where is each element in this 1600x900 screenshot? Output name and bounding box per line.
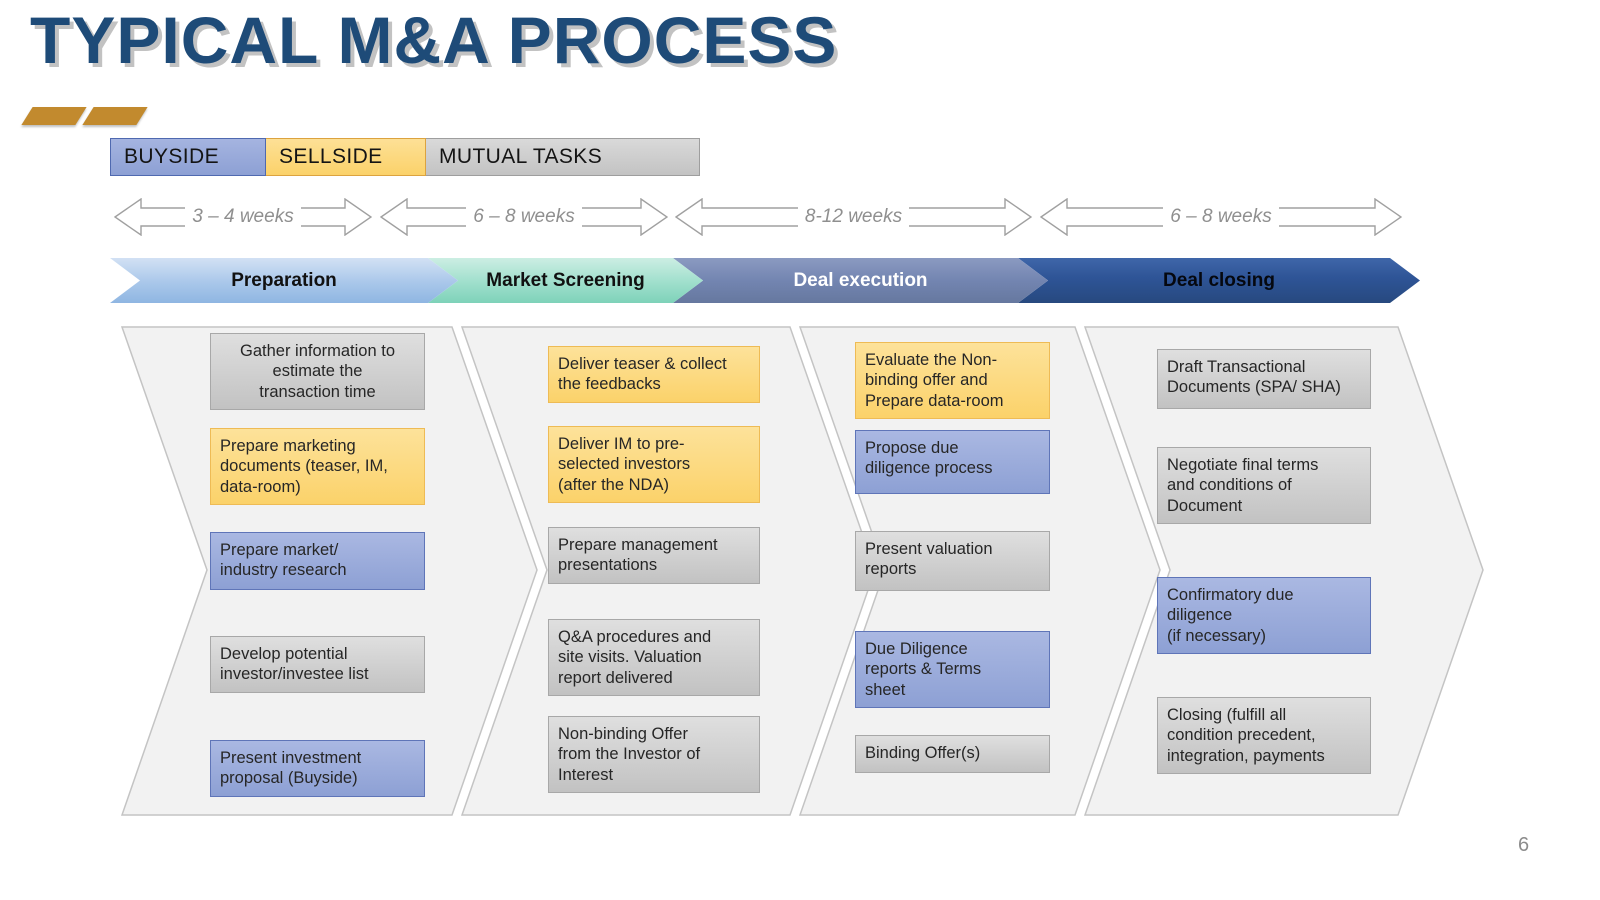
phase-label: Market Screening: [486, 269, 645, 291]
duration-arrow-preparation: 3 – 4 weeks: [114, 198, 372, 236]
legend-item-buyside: BUYSIDE: [110, 138, 266, 176]
task-box: Present valuation reports: [855, 531, 1050, 591]
task-box: Evaluate the Non- binding offer and Prep…: [855, 342, 1050, 420]
task-box: Gather information to estimate the trans…: [210, 333, 425, 411]
phase-chevron-preparation: Preparation: [110, 258, 458, 303]
phase-chevron-market-screening: Market Screening: [428, 258, 703, 303]
task-box: Develop potential investor/investee list: [210, 636, 425, 693]
duration-arrow-deal-closing: 6 – 8 weeks: [1040, 198, 1402, 236]
legend: BUYSIDE SELLSIDE MUTUAL TASKS: [110, 138, 700, 176]
task-box: Deliver teaser & collect the feedbacks: [548, 346, 760, 403]
duration-arrow-market-screening: 6 – 8 weeks: [380, 198, 668, 236]
task-box: Closing (fulfill all condition precedent…: [1157, 697, 1371, 775]
duration-label: 8-12 weeks: [675, 198, 1032, 236]
legend-label: BUYSIDE: [124, 145, 219, 168]
legend-item-sellside: SELLSIDE: [266, 138, 426, 176]
phase-label: Preparation: [231, 269, 337, 291]
duration-arrow-deal-execution: 8-12 weeks: [675, 198, 1032, 236]
task-box: Prepare market/ industry research: [210, 532, 425, 590]
task-box: Non-binding Offer from the Investor of I…: [548, 716, 760, 794]
page-number: 6: [1518, 834, 1530, 856]
task-box: Prepare management presentations: [548, 527, 760, 584]
slide-title: TYPICAL M&A PROCESS: [30, 3, 838, 77]
legend-label: SELLSIDE: [279, 145, 383, 168]
task-box: Present investment proposal (Buyside): [210, 740, 425, 797]
phase-label: Deal closing: [1163, 269, 1275, 291]
duration-label: 6 – 8 weeks: [1040, 198, 1402, 236]
task-box: Confirmatory due diligence (if necessary…: [1157, 577, 1371, 655]
task-box: Draft Transactional Documents (SPA/ SHA): [1157, 349, 1371, 409]
phase-chevron-deal-closing: Deal closing: [1018, 258, 1420, 303]
phase-chevron-deal-execution: Deal execution: [673, 258, 1048, 303]
task-box: Propose due diligence process: [855, 430, 1050, 494]
phase-label: Deal execution: [793, 269, 928, 291]
task-box: Q&A procedures and site visits. Valuatio…: [548, 619, 760, 697]
task-box: Binding Offer(s): [855, 735, 1050, 773]
legend-label: MUTUAL TASKS: [439, 145, 603, 168]
task-box: Due Diligence reports & Terms sheet: [855, 631, 1050, 709]
task-box: Prepare marketing documents (teaser, IM,…: [210, 428, 425, 506]
task-box: Negotiate final terms and conditions of …: [1157, 447, 1371, 525]
task-box: Deliver IM to pre- selected investors (a…: [548, 426, 760, 504]
duration-label: 6 – 8 weeks: [380, 198, 668, 236]
legend-item-mutual-tasks: MUTUAL TASKS: [426, 138, 700, 176]
duration-label: 3 – 4 weeks: [114, 198, 372, 236]
